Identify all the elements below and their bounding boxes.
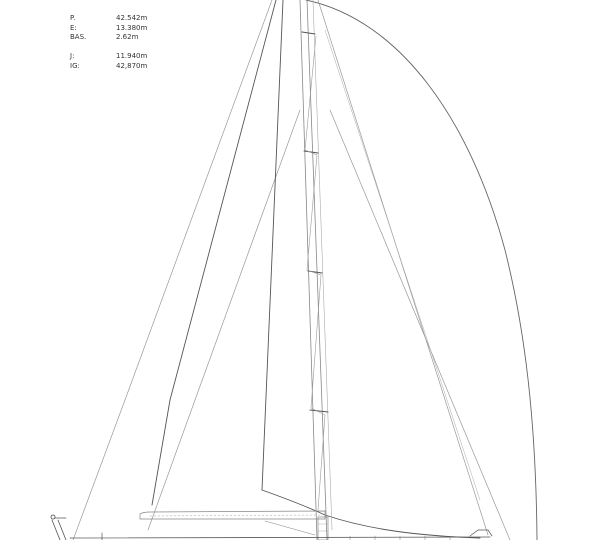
spec-row-e: E: 13.380m (70, 24, 147, 34)
spec-row-bas: BAS. 2.62m (70, 33, 147, 43)
spec-row-ig: IG: 42,870m (70, 62, 147, 72)
runner (329, 109, 511, 540)
spec-label: IG: (70, 61, 80, 70)
inner-forestay (194, 109, 301, 401)
spec-value: 42.542m (116, 14, 148, 22)
backstay (317, 0, 489, 536)
spec-label: P. (70, 14, 76, 22)
stern-antenna (50, 514, 56, 520)
spinnaker-leech (305, 0, 538, 540)
mast-fore (299, 0, 318, 540)
spec-label: BAS. (70, 33, 87, 41)
spec-label: J: (70, 52, 75, 60)
mast-aft (306, 0, 328, 540)
spec-value: 13.380m (116, 23, 148, 32)
vang (264, 520, 316, 536)
diagonal-shrouds (304, 35, 326, 511)
sail-dimensions-table: P. 42.542m E: 13.380m BAS. 2.62m J: 11.9… (70, 14, 147, 71)
spec-label: E: (70, 23, 77, 32)
boom (139, 510, 326, 520)
spreader-1 (301, 31, 316, 35)
bow-pulpit (469, 529, 493, 537)
jib-luff (169, 0, 277, 401)
jib-leech (261, 0, 284, 491)
spreader-2 (303, 150, 319, 154)
spec-row-p: P. 42.542m (70, 14, 147, 24)
spec-row-j: J: 11.940m (70, 52, 147, 62)
spec-value: 2.62m (116, 33, 139, 41)
jib-foot (261, 489, 481, 539)
mast-base (317, 516, 329, 540)
spec-value: 11.940m (116, 52, 148, 60)
deck-line (69, 536, 491, 539)
stern-rail (51, 517, 67, 540)
outer-forestay (124, 0, 273, 401)
spec-value: 42,870m (116, 61, 148, 70)
spreader-4 (309, 409, 329, 413)
